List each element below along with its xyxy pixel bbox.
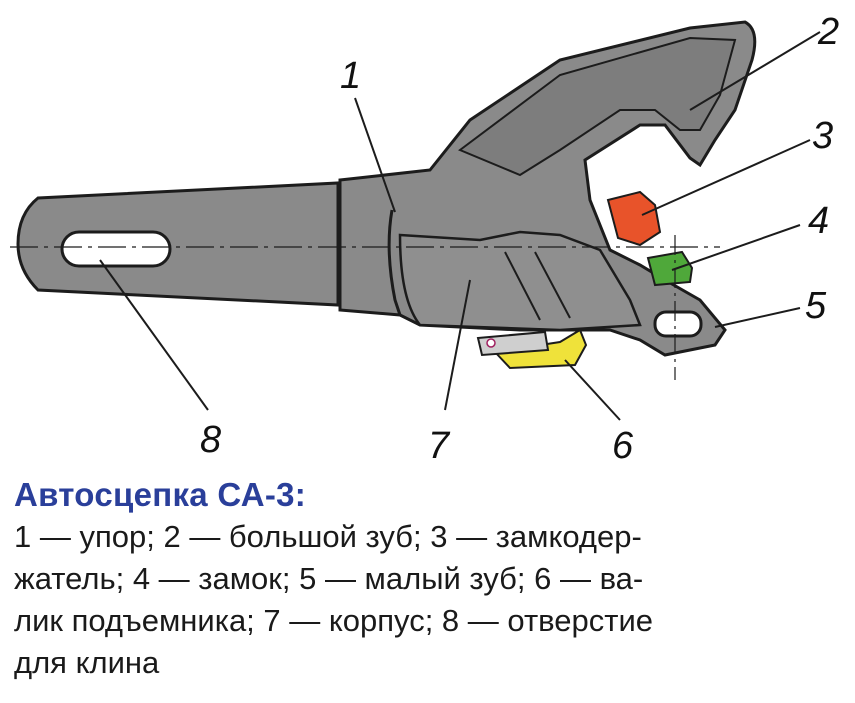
- small-tooth-hole: [653, 310, 703, 338]
- label-3: 3: [812, 115, 833, 157]
- label-6: 6: [612, 425, 634, 467]
- lock: [646, 250, 694, 287]
- caption-line: для клина: [14, 645, 160, 680]
- label-1: 1: [340, 55, 361, 97]
- leader-3: [641, 139, 811, 216]
- lifter-bracket: [476, 330, 550, 357]
- label-4: 4: [808, 200, 829, 242]
- caption-line: жатель; 4 — замок; 5 — малый зуб; 6 — ва…: [14, 561, 644, 596]
- stop-wall: [387, 209, 402, 316]
- label-5: 5: [805, 285, 827, 327]
- label-7: 7: [428, 425, 451, 467]
- leader-2: [689, 31, 821, 111]
- leader-7: [444, 279, 471, 411]
- leader-4: [671, 224, 801, 271]
- big-tooth: [458, 36, 737, 177]
- caption-title: Автосцепка СА-3:: [14, 476, 307, 513]
- caption-line: лик подъемника; 7 — корпус; 8 — отверсти…: [14, 603, 654, 638]
- caption-line: 1 — упор; 2 — большой зуб; 3 — замкодер-: [14, 519, 642, 554]
- body-line-b: [534, 251, 571, 319]
- label-2: 2: [817, 11, 839, 53]
- leader-5: [714, 307, 801, 328]
- leader-1: [354, 97, 396, 213]
- leader-6: [564, 359, 621, 421]
- leader-8: [99, 259, 209, 411]
- wedge-hole: [60, 230, 172, 268]
- lifter-pin: [486, 338, 496, 348]
- lock-holder: [606, 190, 662, 247]
- coupler-diagram: 1 2 3 4 5 6 7 8: [10, 11, 839, 467]
- caption-body: 1 — упор; 2 — большой зуб; 3 — замкодер-…: [14, 516, 844, 684]
- label-8: 8: [200, 419, 221, 461]
- body-line-a: [504, 251, 541, 321]
